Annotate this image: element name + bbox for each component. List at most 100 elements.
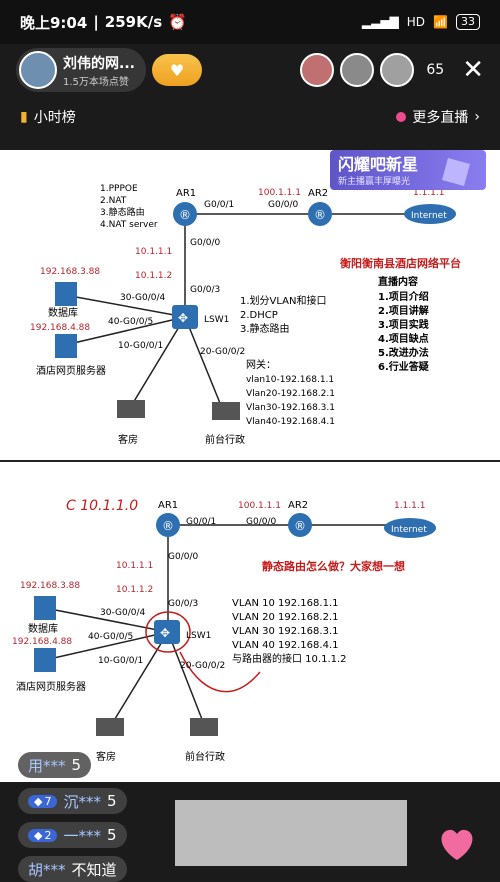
svg-text:®: ®	[162, 519, 174, 533]
svg-text:VLAN 10 192.168.1.1: VLAN 10 192.168.1.1	[232, 598, 338, 609]
comment-user: 沉***	[63, 792, 101, 811]
svg-text:192.168.3.88: 192.168.3.88	[40, 267, 100, 277]
svg-text:网关：: 网关：	[246, 358, 276, 371]
svg-text:3.项目实践: 3.项目实践	[378, 318, 429, 331]
host-avatar[interactable]	[19, 51, 57, 89]
svg-text:40-G0/0/5: 40-G0/0/5	[108, 317, 153, 327]
svg-text:✥: ✥	[178, 311, 188, 325]
level-badge: ◆7	[28, 794, 58, 808]
web-server-icon	[55, 334, 77, 358]
svg-text:4.项目缺点: 4.项目缺点	[378, 332, 429, 345]
comment-item[interactable]: 胡*** 不知道	[18, 856, 127, 882]
router-ar2-icon: ®	[308, 202, 332, 226]
svg-text:40-G0/0/5: 40-G0/0/5	[88, 632, 133, 642]
status-bar: 晚上9:04 | 259K/s ⏰ ▂▃▅▇ HD 📶 33	[0, 0, 500, 44]
host-video-window[interactable]	[175, 800, 407, 866]
status-speed: 259K/s	[104, 13, 163, 31]
live-dot-icon	[396, 112, 407, 122]
svg-text:G0/0/3: G0/0/3	[190, 285, 220, 295]
comment-item[interactable]: 用*** 5	[18, 752, 92, 778]
web-server-icon	[34, 648, 56, 672]
like-heart-icon[interactable]	[434, 820, 480, 866]
svg-text:10.1.1.2: 10.1.1.2	[135, 271, 172, 281]
viewer-avatar[interactable]	[340, 53, 375, 87]
svg-text:Vlan20-192.168.2.1: Vlan20-192.168.2.1	[246, 389, 335, 399]
svg-text:192.168.4.88: 192.168.4.88	[12, 637, 72, 647]
svg-text:数据库: 数据库	[48, 306, 78, 319]
svg-text:酒店网页服务器: 酒店网页服务器	[36, 364, 106, 377]
annotation-arrow	[179, 651, 261, 693]
svg-text:AR2: AR2	[308, 188, 328, 199]
svg-text:客房: 客房	[118, 433, 138, 446]
star-icon	[442, 158, 470, 186]
svg-text:直播内容: 直播内容	[378, 275, 418, 288]
svg-text:酒店网页服务器: 酒店网页服务器	[16, 680, 86, 693]
svg-text:Internet: Internet	[411, 211, 447, 221]
slide-topology-2: ® ® Internet ✥ C 10.1.1.0 AR1 AR2 100.1.…	[0, 462, 500, 782]
svg-text:192.168.3.88: 192.168.3.88	[20, 581, 80, 591]
svg-text:100.1.1.1: 100.1.1.1	[238, 501, 281, 511]
svg-text:5.改进办法: 5.改进办法	[378, 346, 429, 359]
svg-text:100.1.1.1: 100.1.1.1	[258, 188, 301, 198]
rank-bar: ▮ 小时榜 更多直播 ›	[0, 100, 500, 134]
comment-item[interactable]: ◆2 一*** 5	[18, 822, 127, 848]
svg-text:数据库: 数据库	[28, 622, 58, 635]
svg-text:VLAN 40 192.168.4.1: VLAN 40 192.168.4.1	[232, 640, 338, 651]
level-badge: ◆2	[28, 828, 58, 842]
svg-text:20-G0/0/2: 20-G0/0/2	[200, 347, 245, 357]
pc-front-icon	[212, 402, 240, 420]
svg-text:10.1.1.1: 10.1.1.1	[135, 247, 172, 257]
annotation-circle	[145, 611, 191, 653]
svg-text:G0/0/0: G0/0/0	[268, 200, 298, 210]
svg-text:Vlan40-192.168.4.1: Vlan40-192.168.4.1	[246, 417, 335, 427]
wifi-icon: 📶	[433, 15, 448, 29]
viewer-count[interactable]: 65	[426, 62, 445, 78]
svg-text:Vlan30-192.168.3.1: Vlan30-192.168.3.1	[246, 403, 335, 413]
svg-text:AR1: AR1	[158, 500, 178, 511]
svg-text:C 10.1.1.0: C 10.1.1.0	[66, 498, 138, 514]
internet-cloud-icon: Internet	[404, 204, 456, 224]
host-card[interactable]: 刘伟的网... 1.5万本场点赞	[16, 48, 146, 92]
svg-text:G0/0/0: G0/0/0	[168, 552, 198, 562]
svg-text:30-G0/0/4: 30-G0/0/4	[100, 608, 146, 618]
rank-icon: ▮	[20, 109, 28, 125]
diamond-icon: ◆	[34, 794, 43, 808]
follow-button[interactable]: ♥	[152, 54, 202, 86]
svg-text:1.项目介绍: 1.项目介绍	[378, 290, 429, 303]
svg-text:®: ®	[179, 208, 191, 222]
comment-user: 一***	[63, 826, 101, 845]
svg-text:与路由器的接口 10.1.1.2: 与路由器的接口 10.1.1.2	[232, 652, 347, 665]
database-server-icon	[55, 282, 77, 306]
svg-text:4.NAT server: 4.NAT server	[100, 220, 158, 230]
viewer-avatar[interactable]	[300, 53, 335, 87]
comment-text: 不知道	[71, 860, 117, 879]
hour-rank-link[interactable]: 小时榜	[33, 110, 76, 126]
comment-item[interactable]: ◆7 沉*** 5	[18, 788, 127, 814]
close-icon[interactable]: ✕	[462, 55, 484, 85]
host-name: 刘伟的网...	[63, 55, 134, 72]
switch-lsw1-icon: ✥	[154, 620, 180, 644]
router-ar1-icon: ®	[156, 513, 180, 537]
svg-text:20-G0/0/2: 20-G0/0/2	[180, 661, 225, 671]
viewer-avatar[interactable]	[380, 53, 415, 87]
pc-guest-icon	[117, 400, 145, 418]
svg-text:G0/0/0: G0/0/0	[190, 238, 220, 248]
promo-banner[interactable]: 闪耀吧新星 新主播赢丰厚曝光	[330, 150, 486, 190]
internet-cloud-icon: Internet	[384, 518, 436, 538]
svg-text:VLAN 30 192.168.3.1: VLAN 30 192.168.3.1	[232, 626, 338, 637]
svg-text:10.1.1.1: 10.1.1.1	[116, 561, 153, 571]
svg-text:®: ®	[294, 519, 306, 533]
pc-guest-icon	[96, 718, 124, 736]
svg-text:G0/0/0: G0/0/0	[246, 517, 276, 527]
svg-text:Internet: Internet	[391, 525, 427, 535]
comment-user: 胡***	[28, 860, 66, 879]
pc-front-icon	[190, 718, 218, 736]
svg-text:6.行业答疑: 6.行业答疑	[378, 360, 430, 373]
signal-hd: HD	[406, 15, 426, 29]
database-server-icon	[34, 596, 56, 620]
more-live-button[interactable]: 更多直播 ›	[396, 107, 480, 127]
status-time: 晚上9:04	[20, 13, 88, 32]
diamond-icon: ◆	[34, 828, 43, 842]
switch-lsw1-icon: ✥	[172, 305, 198, 329]
viewer-list[interactable]: 65	[300, 53, 444, 87]
